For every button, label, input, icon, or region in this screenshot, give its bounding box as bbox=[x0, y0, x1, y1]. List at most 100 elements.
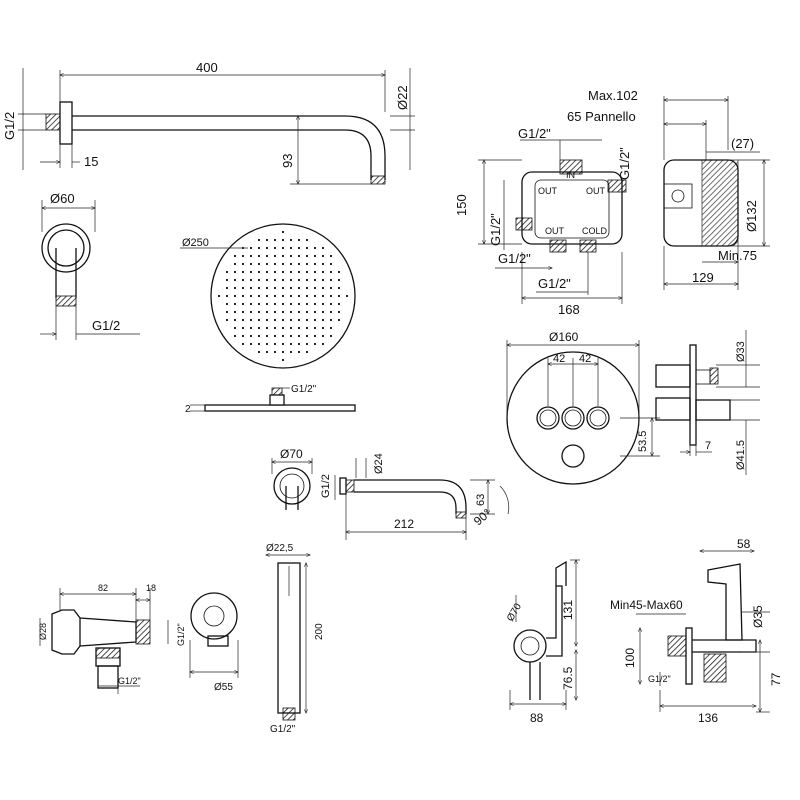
nozzle-dot bbox=[289, 350, 293, 354]
spout-thread-label: G1/2 bbox=[320, 474, 332, 498]
arm-dia-label: Ø22 bbox=[395, 85, 410, 110]
box-max-label: Max.102 bbox=[588, 88, 638, 103]
nozzle-dot bbox=[337, 302, 341, 306]
nozzle-dot bbox=[297, 238, 301, 242]
spout-dia-label: Ø24 bbox=[373, 453, 385, 474]
nozzle-dot bbox=[249, 246, 253, 250]
nozzle-dot bbox=[329, 310, 333, 314]
nozzle-dot bbox=[297, 254, 301, 258]
nozzle-dot bbox=[297, 286, 301, 290]
nozzle-dot bbox=[241, 270, 245, 274]
panel-h1-label: 53.5 bbox=[637, 431, 649, 452]
nozzle-dot bbox=[249, 326, 253, 330]
nozzle-dot bbox=[313, 262, 317, 266]
nozzle-dot bbox=[233, 278, 237, 282]
nozzle-dot bbox=[329, 278, 333, 282]
nozzle-dot bbox=[321, 246, 325, 250]
valve-thread-bottom-label: G1/2" bbox=[118, 676, 141, 686]
nozzle-dot bbox=[273, 326, 277, 330]
nozzle-dot bbox=[249, 286, 253, 290]
panel-spacing-b-label: 42 bbox=[579, 353, 591, 365]
nozzle-dot bbox=[321, 270, 325, 274]
nozzle-dot bbox=[233, 310, 237, 314]
nozzle-dot bbox=[281, 334, 285, 338]
nozzle-dot bbox=[257, 254, 261, 258]
nozzle-dot bbox=[265, 318, 269, 322]
nozzle-dot bbox=[329, 334, 333, 338]
nozzle-dot bbox=[265, 310, 269, 314]
nozzle-dot bbox=[289, 302, 293, 306]
nozzle-dot bbox=[329, 270, 333, 274]
nozzle-dot bbox=[297, 334, 301, 338]
panel-knob bbox=[561, 444, 585, 468]
nozzle-dot bbox=[265, 342, 269, 346]
nozzle-dot bbox=[249, 334, 253, 338]
nozzle-dot bbox=[265, 334, 269, 338]
nozzle-dot bbox=[265, 278, 269, 282]
box-height-label: 150 bbox=[454, 194, 469, 216]
nozzle-dot bbox=[313, 254, 317, 258]
nozzle-dot bbox=[281, 254, 285, 258]
nozzle-dot bbox=[337, 278, 341, 282]
nozzle-dot bbox=[249, 278, 253, 282]
spout-height-label: 63 bbox=[475, 494, 487, 506]
nozzle-dot bbox=[329, 286, 333, 290]
nozzle-dot bbox=[289, 246, 293, 250]
box-extra-label: (27) bbox=[731, 136, 754, 151]
nozzle-dot bbox=[321, 318, 325, 322]
nozzle-dot bbox=[321, 326, 325, 330]
nozzle-dot bbox=[321, 342, 325, 346]
nozzle-dot bbox=[289, 270, 293, 274]
box-port-label-3: IN bbox=[566, 170, 575, 180]
nozzle-dot bbox=[249, 302, 253, 306]
nozzle-dot bbox=[305, 246, 309, 250]
nozzle-dot bbox=[305, 278, 309, 282]
nozzle-dot bbox=[257, 278, 261, 282]
panel-d33-label: Ø33 bbox=[735, 341, 747, 362]
nozzle-dot bbox=[289, 262, 293, 266]
nozzle-dot bbox=[321, 310, 325, 314]
nozzle-dot bbox=[329, 294, 333, 298]
valve-d28-label: Ø28 bbox=[38, 623, 48, 640]
box-panel-label: 65 Pannello bbox=[567, 109, 636, 124]
nozzle-dot bbox=[289, 254, 293, 258]
concealed-box: OUT OUT IN OUT COLD G1/2" G1/2" 150 G1/2… bbox=[454, 88, 770, 317]
nozzle-dot bbox=[265, 254, 269, 258]
nozzle-dot bbox=[265, 246, 269, 250]
nozzle-dot bbox=[281, 318, 285, 322]
nozzle-dot bbox=[321, 302, 325, 306]
box-width-label: 168 bbox=[558, 302, 580, 317]
handset-thread-label: G1/2" bbox=[270, 724, 296, 735]
nozzle-dot bbox=[297, 310, 301, 314]
spout-flange-label: Ø70 bbox=[280, 447, 303, 461]
nozzle-dot bbox=[241, 326, 245, 330]
wall-outlet: Ø55 bbox=[190, 592, 238, 693]
nozzle-dot bbox=[297, 350, 301, 354]
nozzle-dot bbox=[241, 334, 245, 338]
box-dia-label: Ø132 bbox=[744, 200, 759, 232]
hand-shower: Ø22,5 200 G1/2" bbox=[266, 543, 325, 735]
nozzle-dot bbox=[257, 270, 261, 274]
spout-angle-label: 90° bbox=[471, 506, 494, 529]
nozzle-dot bbox=[273, 310, 277, 314]
nozzle-dot bbox=[265, 302, 269, 306]
nozzle-dot bbox=[313, 286, 317, 290]
arm-tube bbox=[72, 115, 386, 180]
bidet-front-h77-label: 77 bbox=[769, 672, 783, 686]
control-panel: Ø160 42 42 53.5 Ø33 7 Ø41.5 bbox=[506, 330, 760, 485]
nozzle-dot bbox=[257, 286, 261, 290]
nozzle-dot bbox=[225, 318, 229, 322]
nozzle-dot bbox=[281, 230, 285, 234]
nozzle-dot bbox=[273, 334, 277, 338]
nozzle-dot bbox=[257, 262, 261, 266]
nozzle-dot bbox=[217, 294, 221, 298]
nozzle-dot bbox=[281, 358, 285, 362]
bidet-front-d35-label: Ø35 bbox=[751, 605, 765, 628]
nozzle-dot bbox=[281, 310, 285, 314]
nozzle-dot bbox=[233, 318, 237, 322]
nozzle-dot bbox=[249, 310, 253, 314]
nozzle-dot bbox=[305, 286, 309, 290]
shower-head-nozzles bbox=[217, 230, 349, 362]
box-thread-bottom-label: G1/2" bbox=[538, 276, 571, 291]
nozzle-dot bbox=[233, 286, 237, 290]
